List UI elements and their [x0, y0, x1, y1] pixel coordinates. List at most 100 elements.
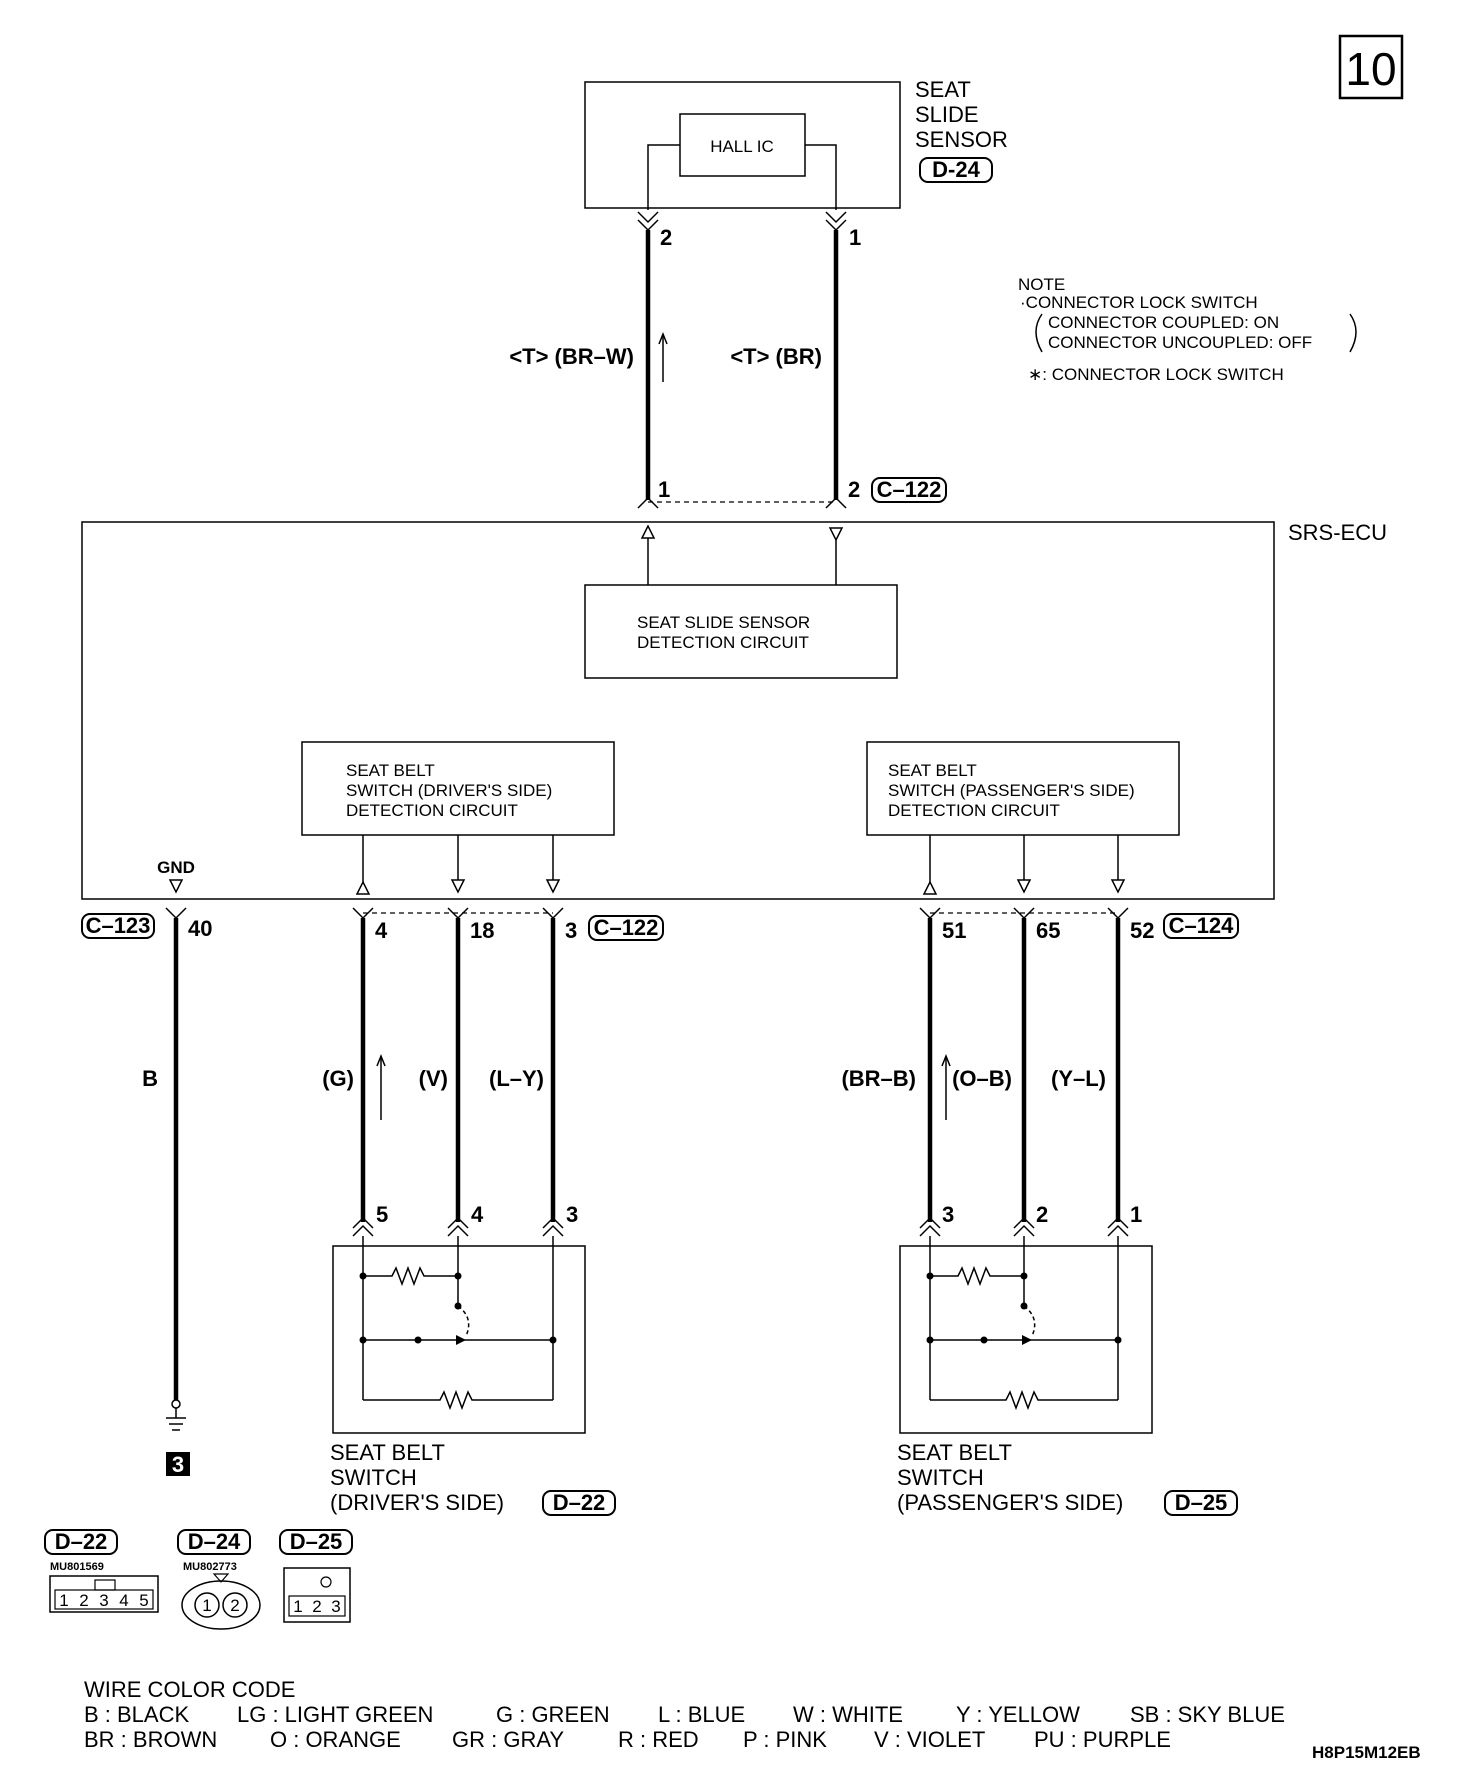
wcc-row2-4: P : PINK	[743, 1727, 827, 1752]
sensor-title-line-2: SLIDE	[915, 102, 979, 127]
passenger-switch-title-1: SEAT BELT	[897, 1440, 1012, 1465]
sensor-pin-left: 2	[660, 225, 672, 250]
driver-switch-pin-3: 3	[566, 1202, 578, 1227]
driver-switch-title-3: (DRIVER'S SIDE)	[330, 1490, 504, 1515]
connector-face-d25	[283, 1567, 351, 1623]
wcc-row1-2: G : GREEN	[496, 1702, 610, 1727]
passenger-ecu-pin-2: 65	[1036, 918, 1060, 943]
resistor-icon	[930, 1265, 1024, 1287]
connector-view-tag-d25	[279, 1529, 353, 1555]
note-line-2: CONNECTOR COUPLED: ON	[1048, 313, 1279, 332]
ground-point: 3	[172, 1452, 184, 1477]
d22-pin-3: 3	[99, 1591, 108, 1610]
hall-ic-label: HALL IC	[710, 137, 774, 156]
connector-view-tag-d22	[44, 1529, 118, 1555]
passenger-detection-circuit-box	[866, 741, 1180, 836]
srs-ecu-label: SRS-ECU	[1288, 520, 1387, 545]
wire-label-br-w: <T> (BR–W)	[509, 344, 634, 369]
connector-view-tag-d24	[177, 1529, 251, 1555]
passenger-switch-title-2: SWITCH	[897, 1465, 984, 1490]
connector-view-id-d24: D–24	[188, 1529, 241, 1554]
terminal-triangle-icon	[640, 524, 656, 539]
connector-chevron-icon	[542, 1216, 564, 1237]
doc-code: H8P15M12EB	[1312, 1743, 1421, 1762]
connector-tag-c123	[81, 913, 155, 939]
passenger-ecu-pin-1: 51	[942, 918, 966, 943]
d25-pin-2: 2	[312, 1597, 321, 1616]
driver-ecu-connector: C–122	[594, 915, 659, 940]
connector-face-d24	[181, 1580, 261, 1630]
wcc-row1-0: B : BLACK	[84, 1702, 189, 1727]
passenger-wire-color-2: (O–B)	[952, 1066, 1012, 1091]
slide-detection-circuit-box	[584, 584, 898, 679]
terminal-triangle-icon	[355, 880, 371, 895]
note-line-1: ·CONNECTOR LOCK SWITCH	[1020, 293, 1258, 312]
terminal-triangle-icon	[1016, 879, 1032, 894]
gnd-label: GND	[157, 858, 195, 877]
sensor-connector: D-24	[932, 157, 980, 182]
connector-chevron-icon	[825, 496, 847, 509]
ground-point-badge	[166, 1452, 190, 1476]
connector-chevron-icon	[919, 1216, 941, 1237]
driver-circuit-line-1: SEAT BELT	[346, 761, 435, 780]
connector-face-d22	[49, 1575, 159, 1613]
connector-chevron-icon	[165, 907, 187, 920]
passenger-circuit-line-1: SEAT BELT	[888, 761, 977, 780]
passenger-switch-connector: D–25	[1175, 1490, 1228, 1515]
d22-pin-2: 2	[79, 1591, 88, 1610]
wcc-row1-4: W : WHITE	[793, 1702, 903, 1727]
connector-view-id-d22: D–22	[55, 1529, 108, 1554]
wcc-row1-1: LG : LIGHT GREEN	[237, 1702, 433, 1727]
ground-wire-color: B	[142, 1066, 158, 1091]
passenger-circuit-line-2: SWITCH (PASSENGER'S SIDE)	[888, 781, 1135, 800]
passenger-switch-pin-1: 3	[942, 1202, 954, 1227]
terminal-triangle-icon	[450, 879, 466, 894]
note-bracket-left	[1035, 313, 1043, 353]
terminal-triangle-icon	[922, 880, 938, 895]
d24-pin-1: 1	[202, 1596, 211, 1615]
connector-tag-c122-bottom	[588, 915, 664, 941]
driver-wire-color-1: (G)	[322, 1066, 354, 1091]
slide-circuit-line-1: SEAT SLIDE SENSOR	[637, 613, 810, 632]
driver-switch-title-1: SEAT BELT	[330, 1440, 445, 1465]
terminal-triangle-icon	[1110, 879, 1126, 894]
connector-chevron-icon	[1107, 1216, 1129, 1237]
sensor-title-line-3: SENSOR	[915, 127, 1008, 152]
d22-pin-5: 5	[139, 1591, 148, 1610]
d22-pin-4: 4	[119, 1591, 128, 1610]
connector-chevron-icon	[825, 211, 847, 232]
page-number-box	[1338, 34, 1404, 100]
ecu-pin-right: 2	[848, 477, 860, 502]
wcc-row1-3: L : BLUE	[658, 1702, 745, 1727]
resistor-icon	[363, 1265, 458, 1287]
d25-pin-3: 3	[331, 1597, 340, 1616]
terminal-triangle-icon	[828, 527, 844, 542]
sensor-pin-right: 1	[849, 225, 861, 250]
connector-chevron-icon	[447, 1216, 469, 1237]
driver-switch-title-2: SWITCH	[330, 1465, 417, 1490]
passenger-switch-box	[899, 1245, 1153, 1434]
connector-chevron-icon	[637, 211, 659, 232]
driver-wire-color-2: (V)	[419, 1066, 448, 1091]
wcc-row2-6: PU : PURPLE	[1034, 1727, 1171, 1752]
connector-view-id-d25: D–25	[290, 1529, 343, 1554]
d25-pin-1: 1	[293, 1597, 302, 1616]
ground-pin: 40	[188, 916, 212, 941]
wire-label-br: <T> (BR)	[730, 344, 822, 369]
driver-ecu-pin-2: 18	[470, 918, 494, 943]
switch-contact-icon	[457, 1305, 470, 1337]
ecu-pin-left: 1	[658, 477, 670, 502]
note-line-3: CONNECTOR UNCOUPLED: OFF	[1048, 333, 1312, 352]
wcc-row1-5: Y : YELLOW	[956, 1702, 1080, 1727]
wcc-row2-1: O : ORANGE	[270, 1727, 401, 1752]
passenger-ecu-connector: C–124	[1169, 913, 1235, 938]
passenger-wire-color-3: (Y–L)	[1051, 1066, 1106, 1091]
connector-tag-c122-top	[871, 477, 947, 503]
passenger-wire-color-1: (BR–B)	[841, 1066, 916, 1091]
connector-chevron-icon	[1013, 1216, 1035, 1237]
passenger-switch-pin-2: 2	[1036, 1202, 1048, 1227]
switch-contact-icon	[1023, 1305, 1036, 1337]
terminal-triangle-icon	[168, 879, 184, 894]
srs-ecu-box	[81, 521, 1275, 900]
connector-view-part-d24: MU802773	[183, 1561, 237, 1573]
